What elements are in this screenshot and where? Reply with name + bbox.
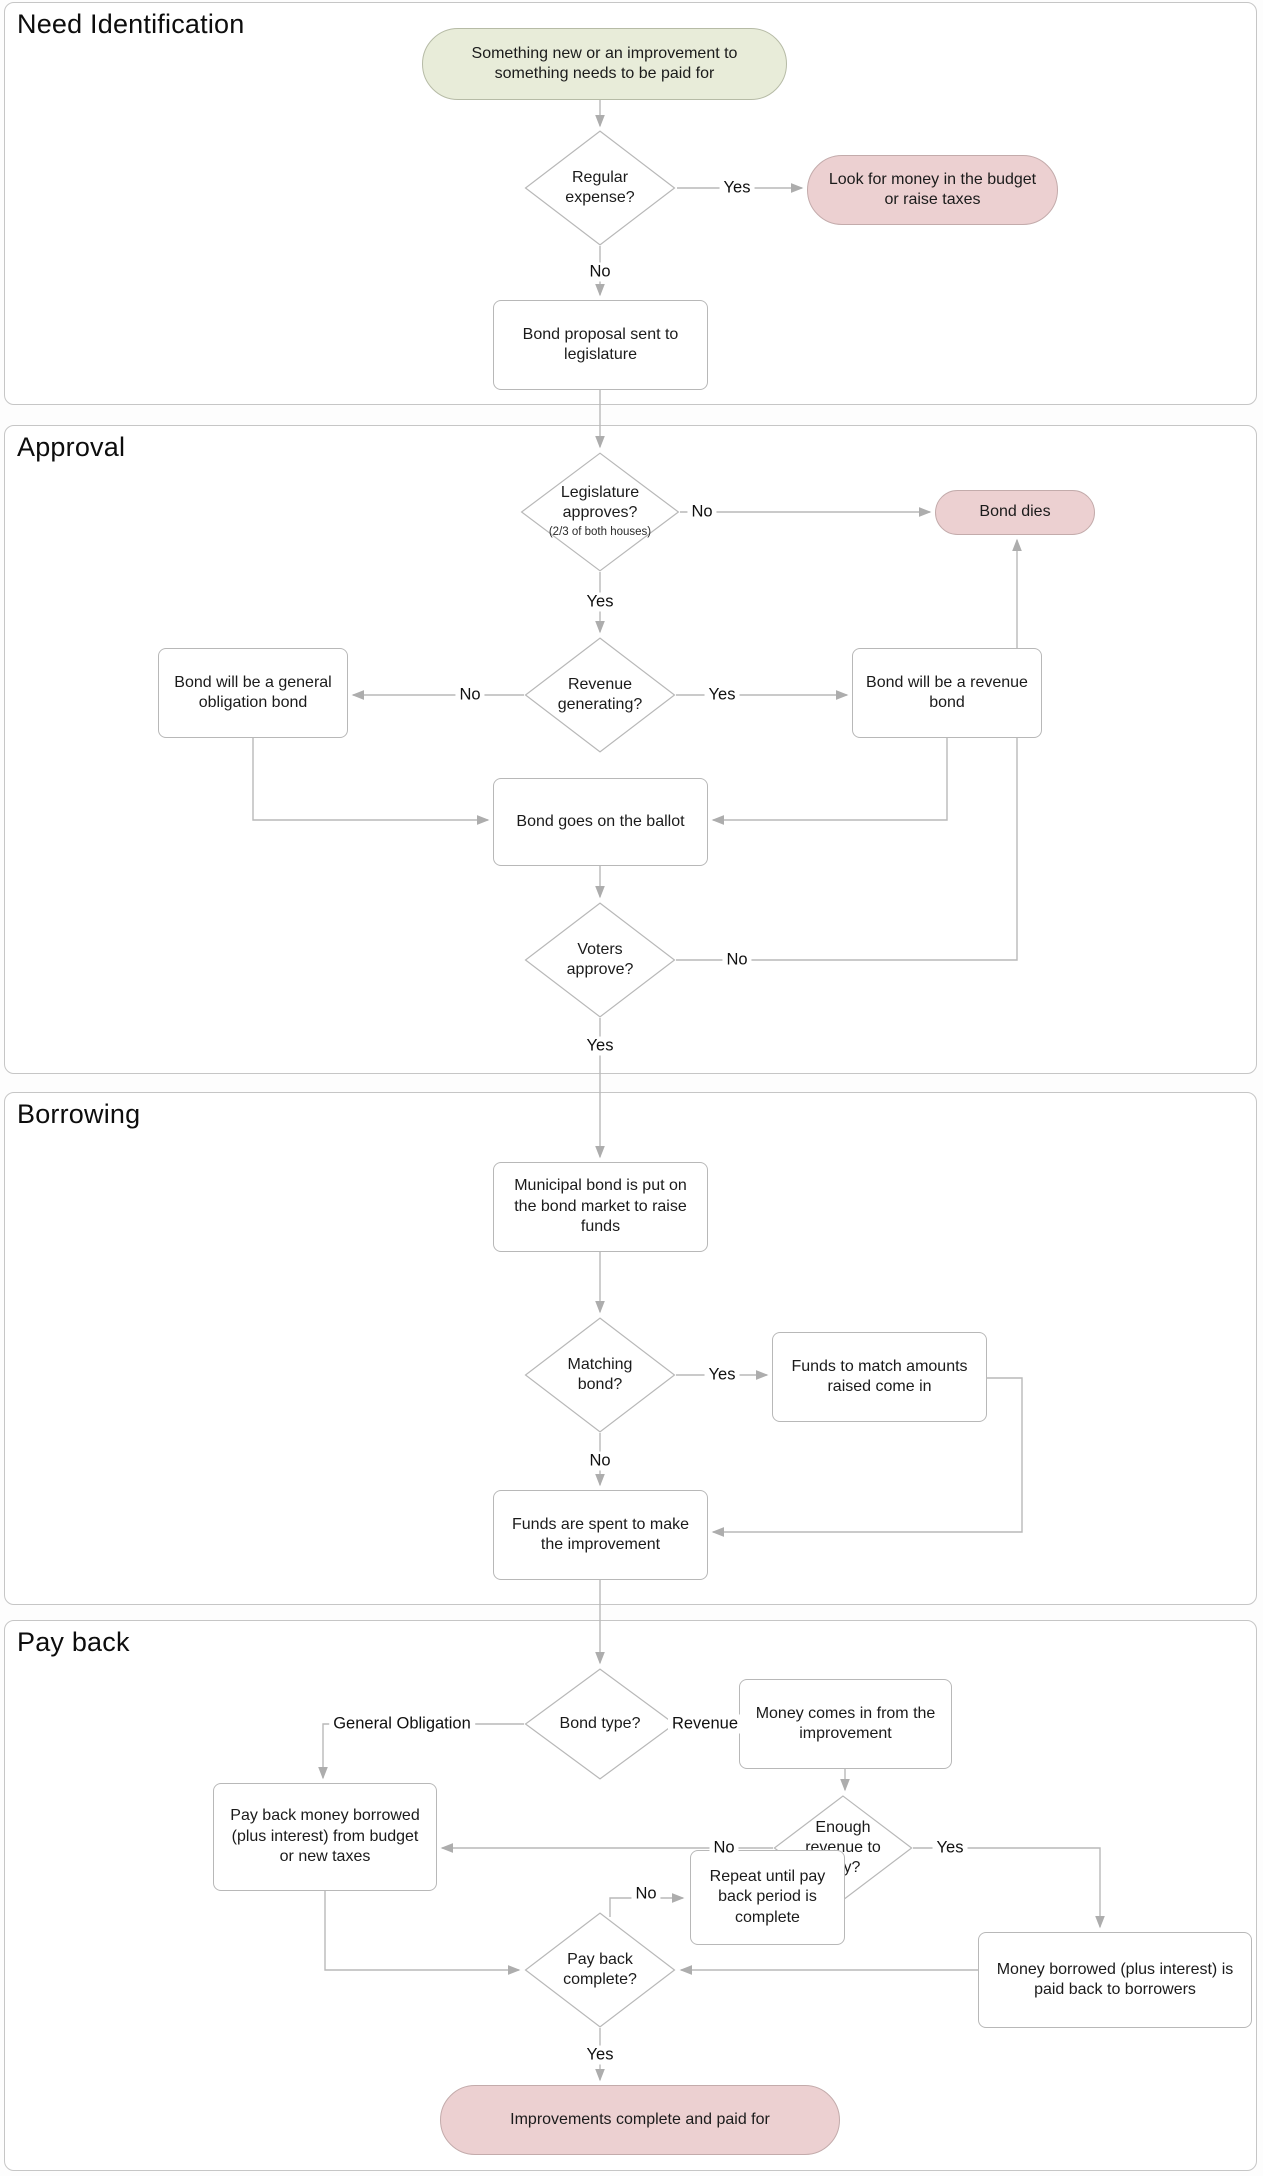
decision-text: Matching bond? (567, 1356, 633, 1393)
node-municipal-bond-market: Municipal bond is put on the bond market… (493, 1162, 708, 1252)
label-no-voters-approve: No (722, 950, 752, 970)
node-funds-match: Funds to match amounts raised come in (772, 1332, 987, 1422)
section-title-borrowing: Borrowing (17, 1099, 141, 1129)
label-no-pay-back-complete: No (631, 1884, 661, 1904)
label-yes-legislature: Yes (582, 592, 618, 612)
node-bond-proposal: Bond proposal sent to legislature (493, 300, 708, 390)
decision-text: Legislature approves? (560, 483, 640, 521)
label-yes-voters-approve: Yes (582, 1036, 618, 1056)
node-funds-spent: Funds are spent to make the improvement (493, 1490, 708, 1580)
label-no-enough-revenue: No (709, 1838, 739, 1858)
section-title-pay-back: Pay back (17, 1627, 130, 1657)
node-voters-approve-decision: Voters approve? (524, 902, 676, 1018)
node-legislature-approves-decision: Legislature approves? (2/3 of both house… (520, 452, 680, 572)
node-matching-bond-decision: Matching bond? (524, 1317, 676, 1433)
label-no-regular-expense: No (585, 262, 615, 282)
section-title-need-identification: Need Identification (17, 9, 245, 39)
decision-subtext: (2/3 of both houses) (548, 525, 652, 538)
section-title-approval: Approval (17, 432, 126, 462)
node-revenue-bond: Bond will be a revenue bond (852, 648, 1042, 738)
decision-text: Bond type? (559, 1715, 641, 1732)
node-revenue-generating-decision: Revenue generating? (524, 637, 676, 753)
label-general-obligation: General Obligation (329, 1714, 475, 1734)
label-no-revenue-generating: No (455, 685, 485, 705)
label-yes-matching-bond: Yes (704, 1365, 740, 1385)
node-pay-back-money: Pay back money borrowed (plus interest) … (213, 1783, 437, 1891)
label-yes-regular-expense: Yes (719, 178, 755, 198)
label-no-matching-bond: No (585, 1451, 615, 1471)
node-start: Something new or an improvement to somet… (422, 28, 787, 100)
node-look-for-money: Look for money in the budget or raise ta… (807, 155, 1058, 225)
label-yes-revenue-generating: Yes (704, 685, 740, 705)
node-general-obligation-bond: Bond will be a general obligation bond (158, 648, 348, 738)
decision-text: Regular expense? (565, 169, 635, 206)
node-pay-back-complete-decision: Pay back complete? (524, 1912, 676, 2028)
decision-text: Voters approve? (566, 941, 634, 978)
label-yes-enough-revenue: Yes (932, 1838, 968, 1858)
decision-text: Revenue generating? (557, 676, 643, 713)
label-revenue: Revenue (667, 1714, 743, 1734)
label-yes-pay-back-complete: Yes (582, 2045, 618, 2065)
decision-text: Pay back complete? (563, 1951, 637, 1988)
node-ballot: Bond goes on the ballot (493, 778, 708, 866)
node-repeat-until: Repeat until pay back period is complete (690, 1850, 845, 1945)
node-money-comes-in: Money comes in from the improvement (739, 1679, 952, 1769)
node-money-paid-back: Money borrowed (plus interest) is paid b… (978, 1932, 1252, 2028)
node-bond-dies: Bond dies (935, 490, 1095, 535)
node-bond-type-decision: Bond type? (524, 1668, 676, 1780)
label-no-legislature: No (687, 502, 717, 522)
node-regular-expense-decision: Regular expense? (524, 130, 676, 246)
node-improvements-complete: Improvements complete and paid for (440, 2085, 840, 2155)
